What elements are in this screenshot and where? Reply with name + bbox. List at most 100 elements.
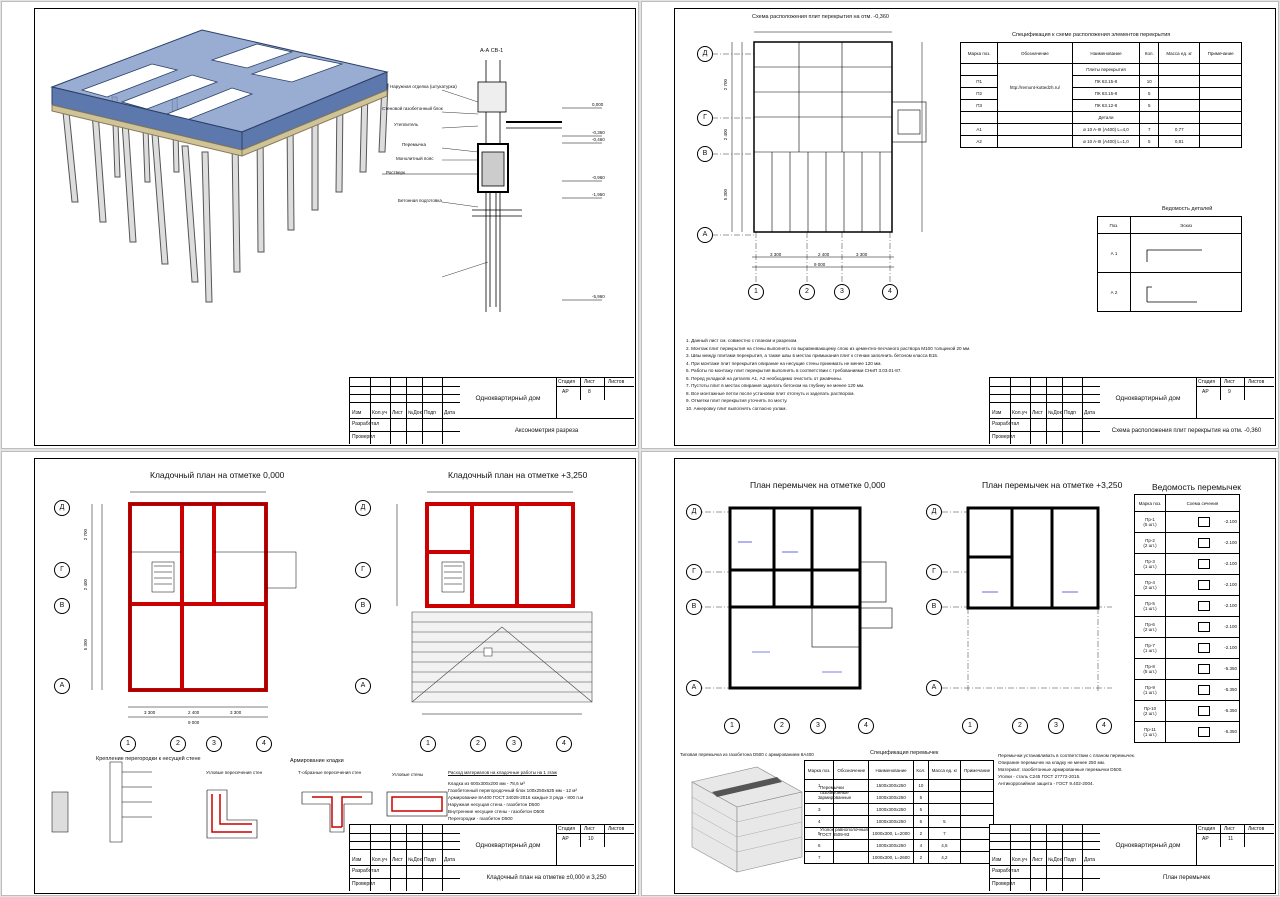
level-mark: -0,960 xyxy=(592,175,605,180)
axis-bubble: А xyxy=(926,680,942,696)
dim-text: 2 400 xyxy=(723,128,729,141)
sheet-frame xyxy=(34,8,636,446)
section-note: Монолитный пояс xyxy=(396,156,434,161)
note-line: Перемычки устанавливать в соответствии с… xyxy=(998,753,1136,758)
sheet-name: План перемычек xyxy=(1163,875,1210,881)
title-block: Изм Кол.уч Лист №Док Подп Дата Разработа… xyxy=(349,824,634,891)
dim-text: 2 400 xyxy=(83,578,89,591)
axis-bubble: Г xyxy=(54,562,70,578)
note-line: Наружная несущая стена - газобетон D500 xyxy=(448,802,540,807)
axis-bubble: 4 xyxy=(882,284,898,300)
dim-text: 9 000 xyxy=(814,262,826,267)
dim-text: 2 700 xyxy=(83,528,89,541)
axis-bubble: 4 xyxy=(556,736,572,752)
section-note: Бетонная подготовка xyxy=(398,198,442,203)
spec-label: Перемычки газобетонные армированные xyxy=(820,785,852,801)
axis-bubble: Г xyxy=(697,110,713,126)
vedomost-title: Ведомость перемычек xyxy=(1152,482,1242,492)
masonry-notes: Кладка из 600х300х200 мм - 78,6 м³ Газобе… xyxy=(448,780,598,822)
axis-bubble: Д xyxy=(54,500,70,516)
axis-bubble: 2 xyxy=(799,284,815,300)
table-row: Пр-5(1 шт.)-2.100 xyxy=(1134,595,1240,617)
note-line: Антикоррозийная защита - ГОСТ 9.402-2004… xyxy=(998,781,1094,786)
note-line: Кладка из 600х300х200 мм - 78,6 м³ xyxy=(448,781,525,786)
sheet-name: Схема расположения плит перекрытия на от… xyxy=(1111,428,1262,434)
axis-bubble: 3 xyxy=(506,736,522,752)
plan-title: План перемычек на отметке 0,000 xyxy=(750,480,886,490)
level-mark: -0,460 xyxy=(592,137,605,142)
axis-bubble: 1 xyxy=(724,718,740,734)
sheet-name: Кладочный план на отметке ±0,000 и 3,250 xyxy=(486,875,607,881)
title-block: Изм Кол.уч Лист №Док Подп Дата Разработа… xyxy=(989,377,1274,444)
axis-bubble: В xyxy=(697,146,713,162)
detail-title: Крепление перегородки к несущей стене xyxy=(96,756,201,762)
dim-text: 3 300 xyxy=(770,252,782,257)
axis-bubble: 3 xyxy=(1048,718,1064,734)
plan-title: Кладочный план на отметке +3,250 xyxy=(448,470,588,480)
lintel-notes: Перемычки устанавливать в соответствии с… xyxy=(998,752,1138,787)
masonry-plans-drawing xyxy=(51,491,593,843)
vedomost-table: Поз.Эскиз А 1 А 2 xyxy=(1097,216,1242,312)
sheet-slab-layout: Схема расположения плит перекрытия на от… xyxy=(642,2,1278,448)
note-line: Опирание перемычек на кладку не менее 25… xyxy=(998,760,1106,765)
sheet-frame xyxy=(674,458,1276,894)
axis-bubble: А xyxy=(355,678,371,694)
axis-bubble: Д xyxy=(686,504,702,520)
level-mark: -1,960 xyxy=(592,192,605,197)
note-line: 2. Монтаж плит перекрытия на стены выпол… xyxy=(686,345,971,351)
table-row: Пр-6(2 шт.)-2.100 xyxy=(1134,616,1240,638)
axis-bubble: Г xyxy=(686,564,702,580)
title-block: Изм Кол.уч Лист №Док Подп Дата Разработа… xyxy=(349,377,634,444)
dim-text: 3 300 xyxy=(856,252,868,257)
lintel-plans-drawing xyxy=(691,506,1112,873)
note-line: Уголки - сталь С245 ГОСТ 27772-2015. xyxy=(998,774,1081,779)
note-line: Газобетонный перегородочный блок 100х250… xyxy=(448,788,577,793)
detail-title: Т-образные пересечения стен xyxy=(298,770,362,775)
table-row: Пр-7(1 шт.)-2.100 xyxy=(1134,637,1240,659)
lintel-caption: Типовая перемычка из газобетона D500 с а… xyxy=(680,752,814,757)
level-mark: -5,960 xyxy=(592,294,605,299)
axis-bubble: Г xyxy=(926,564,942,580)
axis-bubble: В xyxy=(54,598,70,614)
plan-title: План перемычек на отметке +3,250 xyxy=(982,480,1123,490)
axis-bubble: А xyxy=(686,680,702,696)
axis-bubble: В xyxy=(686,599,702,615)
plan-title: Схема расположения плит перекрытия на от… xyxy=(752,14,889,20)
general-notes: 1. Данный лист см. совместно с планом и … xyxy=(686,337,996,412)
note-line: 9. Отметки плит перекрытия уточнять по м… xyxy=(686,398,788,403)
lintel-spec-table: Марка поз. Обозначение Наименование Кол.… xyxy=(803,760,994,864)
axis-bubble: 1 xyxy=(420,736,436,752)
axis-bubble: 2 xyxy=(774,718,790,734)
dim-text: 2 400 xyxy=(818,252,830,257)
section-title: А-А СВ-1 xyxy=(480,48,504,54)
axis-bubble: 2 xyxy=(170,736,186,752)
axis-bubble: Г xyxy=(355,562,371,578)
note-line: Перегородки - газобетон D500 xyxy=(448,816,513,821)
dim-text: 3 300 xyxy=(230,710,242,715)
note-line: 10. Анкеровку плит выполнять согласно уз… xyxy=(686,405,787,411)
axis-bubble: А xyxy=(54,678,70,694)
sheet-frame xyxy=(674,8,1276,446)
sheet-name: Аксонометрия разреза xyxy=(514,428,579,434)
axis-bubble: 2 xyxy=(470,736,486,752)
org-name: Одноквартирный дом xyxy=(1100,825,1197,866)
dim-text: 5 300 xyxy=(83,638,89,651)
axis-bubble: 3 xyxy=(206,736,222,752)
table-row: Пр-1(5 шт.)-2.100 xyxy=(1134,511,1240,533)
vedomost-title: Ведомость деталей xyxy=(1162,206,1213,212)
table-row: Пр-3(1 шт.)-2.100 xyxy=(1134,553,1240,575)
note-line: 5. Работы по монтажу плит перекрытия вып… xyxy=(686,368,902,373)
detail-title: Угловые пересечения стен xyxy=(206,770,263,775)
level-mark: 0,000 xyxy=(592,102,604,107)
slab-spec-table: Марка поз. Обозначение Наименование Кол.… xyxy=(959,42,1242,148)
table-row: Пр-2(2 шт.)-2.100 xyxy=(1134,532,1240,554)
sheet-frame xyxy=(34,458,636,894)
org-name: Одноквартирный дом xyxy=(460,378,557,419)
spec-note: Уголок равнополочный ГОСТ 8509-93 xyxy=(820,827,868,838)
note-line: Внутренние несущие стены - газобетон D50… xyxy=(448,809,545,814)
title-block: Изм Кол.уч Лист №Док Подп Дата Разработа… xyxy=(989,824,1274,891)
